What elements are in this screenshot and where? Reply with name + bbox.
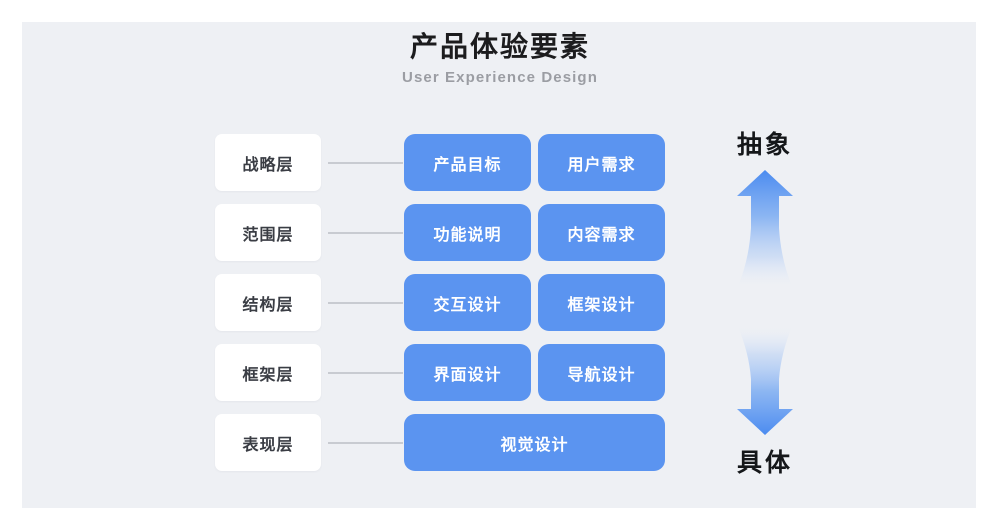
layer-cards: 交互设计 框架设计 <box>404 274 665 331</box>
element-card-text: 交互设计 <box>433 296 502 314</box>
page-subtitle: User Experience Design <box>402 69 598 86</box>
arrow-up-icon <box>737 170 793 286</box>
connector-line <box>328 162 403 164</box>
element-card[interactable]: 功能说明 <box>404 204 531 261</box>
layer-row: 表现层 视觉设计 <box>215 414 665 471</box>
layer-label-text: 范围层 <box>242 226 294 244</box>
header: 产品体验要素 User Experience Design <box>0 30 1000 87</box>
element-card[interactable]: 内容需求 <box>538 204 665 261</box>
layer-label-card[interactable]: 表现层 <box>215 414 321 471</box>
arrow-down-icon <box>737 327 793 435</box>
element-card[interactable]: 用户需求 <box>538 134 665 191</box>
layer-label-text: 战略层 <box>242 156 294 174</box>
page-title: 产品体验要素 <box>409 31 590 62</box>
axis-label-abstract: 抽象 <box>736 131 793 159</box>
layer-row: 结构层 交互设计 框架设计 <box>215 274 665 331</box>
element-card[interactable]: 框架设计 <box>538 274 665 331</box>
element-card[interactable]: 交互设计 <box>404 274 531 331</box>
layer-cards: 功能说明 内容需求 <box>404 204 665 261</box>
axis-label-concrete: 具体 <box>736 449 793 477</box>
element-card[interactable]: 界面设计 <box>404 344 531 401</box>
connector-line <box>328 442 403 444</box>
layer-cards: 视觉设计 <box>404 414 665 471</box>
element-card-text: 框架设计 <box>567 296 636 314</box>
layer-label-text: 框架层 <box>242 366 294 384</box>
layer-cards: 产品目标 用户需求 <box>404 134 665 191</box>
layer-label-text: 结构层 <box>242 296 294 314</box>
element-card[interactable]: 产品目标 <box>404 134 531 191</box>
layers-matrix: 战略层 产品目标 用户需求 范围层 功能说明 <box>215 134 665 471</box>
layer-label-card[interactable]: 范围层 <box>215 204 321 261</box>
element-card-text: 视觉设计 <box>500 436 569 454</box>
layer-cards: 界面设计 导航设计 <box>404 344 665 401</box>
layer-label-card[interactable]: 结构层 <box>215 274 321 331</box>
abstraction-axis: 抽象 具体 <box>700 125 830 485</box>
element-card-text: 界面设计 <box>433 366 502 384</box>
element-card[interactable]: 导航设计 <box>538 344 665 401</box>
layer-label-card[interactable]: 战略层 <box>215 134 321 191</box>
connector-line <box>328 372 403 374</box>
layer-row: 框架层 界面设计 导航设计 <box>215 344 665 401</box>
element-card-text: 导航设计 <box>567 366 636 384</box>
layer-label-text: 表现层 <box>242 436 294 454</box>
element-card-text: 用户需求 <box>567 156 636 174</box>
connector-line <box>328 302 403 304</box>
element-card-text: 内容需求 <box>567 226 636 244</box>
layer-row: 范围层 功能说明 内容需求 <box>215 204 665 261</box>
layer-row: 战略层 产品目标 用户需求 <box>215 134 665 191</box>
element-card-text: 功能说明 <box>433 226 502 244</box>
element-card[interactable]: 视觉设计 <box>404 414 665 471</box>
layer-label-card[interactable]: 框架层 <box>215 344 321 401</box>
connector-line <box>328 232 403 234</box>
element-card-text: 产品目标 <box>433 156 502 174</box>
